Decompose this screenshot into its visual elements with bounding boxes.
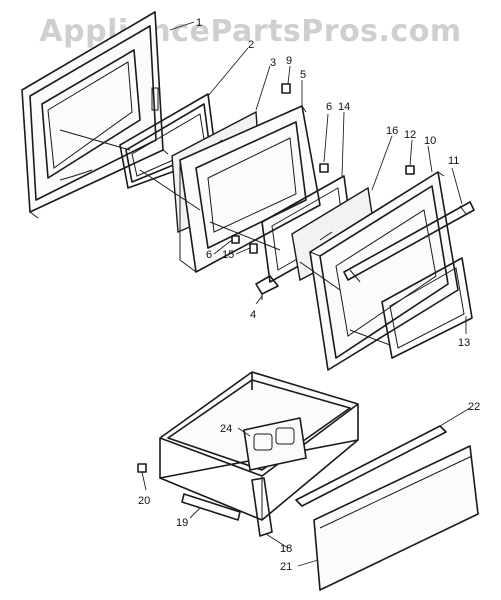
assembly-lines	[59, 129, 391, 346]
callout-16: 16	[386, 125, 398, 137]
callout-labels: 1 2 3 9 5 6 14 16 12 10 11 6 15 4 13 22 …	[138, 17, 480, 573]
part-drawer-front	[313, 445, 479, 591]
callout-18: 18	[280, 543, 292, 555]
part-clip-9	[281, 83, 291, 94]
callout-leaders	[141, 21, 471, 567]
callout-6-upper: 6	[326, 101, 332, 113]
part-clip-20	[137, 463, 147, 473]
callout-2: 2	[248, 39, 254, 51]
part-drawer-divider	[243, 417, 307, 471]
callout-11: 11	[448, 155, 459, 167]
callout-10: 10	[424, 135, 436, 147]
callout-12: 12	[404, 129, 416, 141]
callout-22: 22	[468, 401, 480, 413]
callout-4: 4	[250, 309, 256, 321]
callout-6-lower: 6	[206, 249, 212, 261]
callout-5: 5	[300, 69, 306, 81]
part-hinge-6-lower	[231, 235, 240, 244]
callout-9: 9	[286, 55, 292, 67]
callout-14: 14	[338, 101, 350, 113]
callout-20: 20	[138, 495, 150, 507]
part-bottom-rail	[181, 493, 241, 521]
part-drawer-side	[251, 477, 273, 537]
part-drawer-rail	[295, 425, 447, 507]
part-bracket-4	[255, 275, 279, 300]
callout-15: 15	[222, 249, 234, 261]
callout-24: 24	[220, 423, 232, 435]
part-hinge-6-upper	[319, 163, 329, 173]
part-door-liner	[179, 105, 321, 273]
callout-1: 1	[196, 17, 202, 29]
callout-13: 13	[458, 337, 470, 349]
part-door-handle	[343, 201, 475, 283]
part-clip-12	[405, 165, 415, 175]
part-door-inner-panel	[309, 171, 459, 371]
part-door-outer-panel	[21, 11, 169, 219]
part-door-gasket	[381, 257, 473, 359]
callout-21: 21	[280, 561, 292, 573]
part-bracket-15	[249, 243, 258, 254]
callout-3: 3	[270, 57, 276, 69]
callout-19: 19	[176, 517, 188, 529]
